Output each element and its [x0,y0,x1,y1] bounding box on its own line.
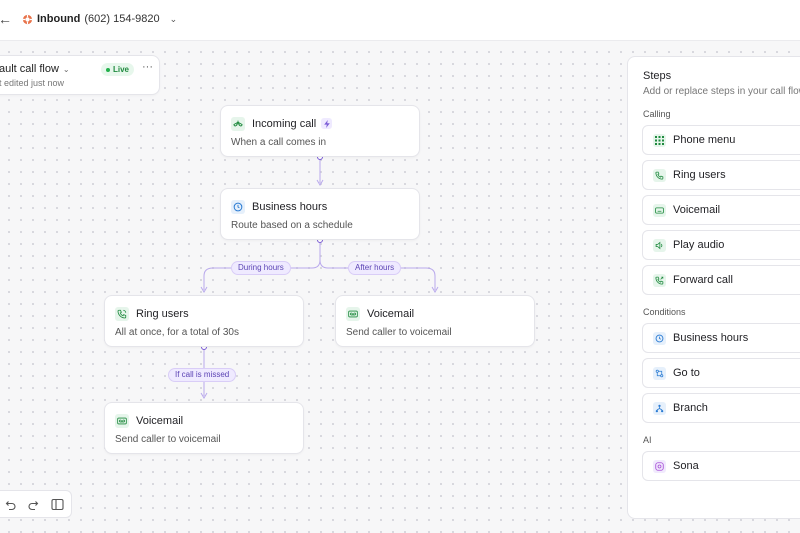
bolt-icon [321,118,332,129]
branch-label-if-missed[interactable]: If call is missed [168,368,237,382]
chevron-down-icon: ⌄ [62,65,70,74]
branch-label-after-hours[interactable]: After hours [348,261,402,275]
phone-ring-icon [115,307,129,321]
node-voicemail-after-hours[interactable]: Voicemail Send caller to voicemail [335,295,535,347]
keypad-icon [653,134,666,147]
node-subtitle: Send caller to voicemail [346,327,452,338]
section-calling: Calling [643,109,671,119]
panel-toggle-icon[interactable] [51,498,64,511]
step-label: Sona [673,460,699,472]
voicemail-icon [346,307,360,321]
step-label: Voicemail [673,204,721,216]
step-label: Play audio [673,239,725,251]
voicemail-icon [653,204,666,217]
node-subtitle: All at once, for a total of 30s [115,327,239,338]
step-sona[interactable]: Sona [642,451,800,481]
number-selector[interactable]: Inbound (602) 154-9820 ⌄ [22,13,177,25]
clock-icon [653,332,666,345]
clock-icon [231,200,245,214]
branch-label-during-hours[interactable]: During hours [231,261,291,275]
section-ai: AI [643,435,652,445]
step-label: Go to [673,367,700,379]
node-title: Business hours [252,201,328,213]
step-go-to[interactable]: Go to [642,358,800,388]
node-ring-users[interactable]: Ring users All at once, for a total of 3… [104,295,304,347]
undo-icon[interactable] [5,499,17,511]
go-to-icon [653,367,666,380]
phone-ring-icon [653,169,666,182]
speaker-icon [653,239,666,252]
step-phone-menu[interactable]: Phone menu [642,125,800,155]
step-business-hours[interactable]: Business hours [642,323,800,353]
node-subtitle: When a call comes in [231,137,327,148]
status-badge: Live [101,63,135,76]
step-play-audio[interactable]: Play audio [642,230,800,260]
line-name: Inbound [37,13,81,25]
branch-icon [653,402,666,415]
chevron-down-icon: ⌄ [169,13,178,24]
step-label: Business hours [673,332,749,344]
section-conditions: Conditions [643,307,686,317]
voicemail-icon [115,414,129,428]
step-label: Branch [673,402,708,414]
panel-title: Steps [643,70,672,82]
more-options-icon[interactable]: ··· [142,61,153,73]
step-ring-users[interactable]: Ring users [642,160,800,190]
flow-name-text: ault call flow [0,63,59,75]
node-subtitle: Route based on a schedule [231,220,353,231]
lifebuoy-icon [22,14,33,24]
canvas-toolbar [0,490,72,518]
node-voicemail-missed[interactable]: Voicemail Send caller to voicemail [104,402,304,454]
node-title: Voicemail [136,415,184,427]
node-title: Incoming call [252,118,317,130]
line-number: (602) 154-9820 [84,13,160,25]
step-forward-call[interactable]: Forward call [642,265,800,295]
node-title: Ring users [136,308,189,320]
step-voicemail[interactable]: Voicemail [642,195,800,225]
node-incoming-call[interactable]: Incoming call When a call comes in [220,105,420,157]
step-label: Phone menu [673,134,736,146]
back-arrow-icon[interactable]: ← [0,11,12,27]
forward-call-icon [653,274,666,287]
top-bar: ← Inbound (602) 154-9820 ⌄ [0,0,800,41]
step-label: Ring users [673,169,726,181]
panel-subtitle: Add or replace steps in your call flow [643,86,800,97]
node-business-hours[interactable]: Business hours Route based on a schedule [220,188,420,240]
flow-header-card: ault call flow⌄ t edited just now Live ·… [0,55,160,95]
flow-name[interactable]: ault call flow⌄ [0,63,70,75]
steps-panel: Steps Add or replace steps in your call … [627,56,800,519]
flow-edited: t edited just now [0,78,65,88]
step-branch[interactable]: Branch [642,393,800,423]
redo-icon[interactable] [27,499,39,511]
node-subtitle: Send caller to voicemail [115,434,221,445]
step-label: Forward call [673,274,733,286]
incoming-call-icon [231,117,245,131]
sona-icon [653,460,666,473]
node-title: Voicemail [367,308,415,320]
